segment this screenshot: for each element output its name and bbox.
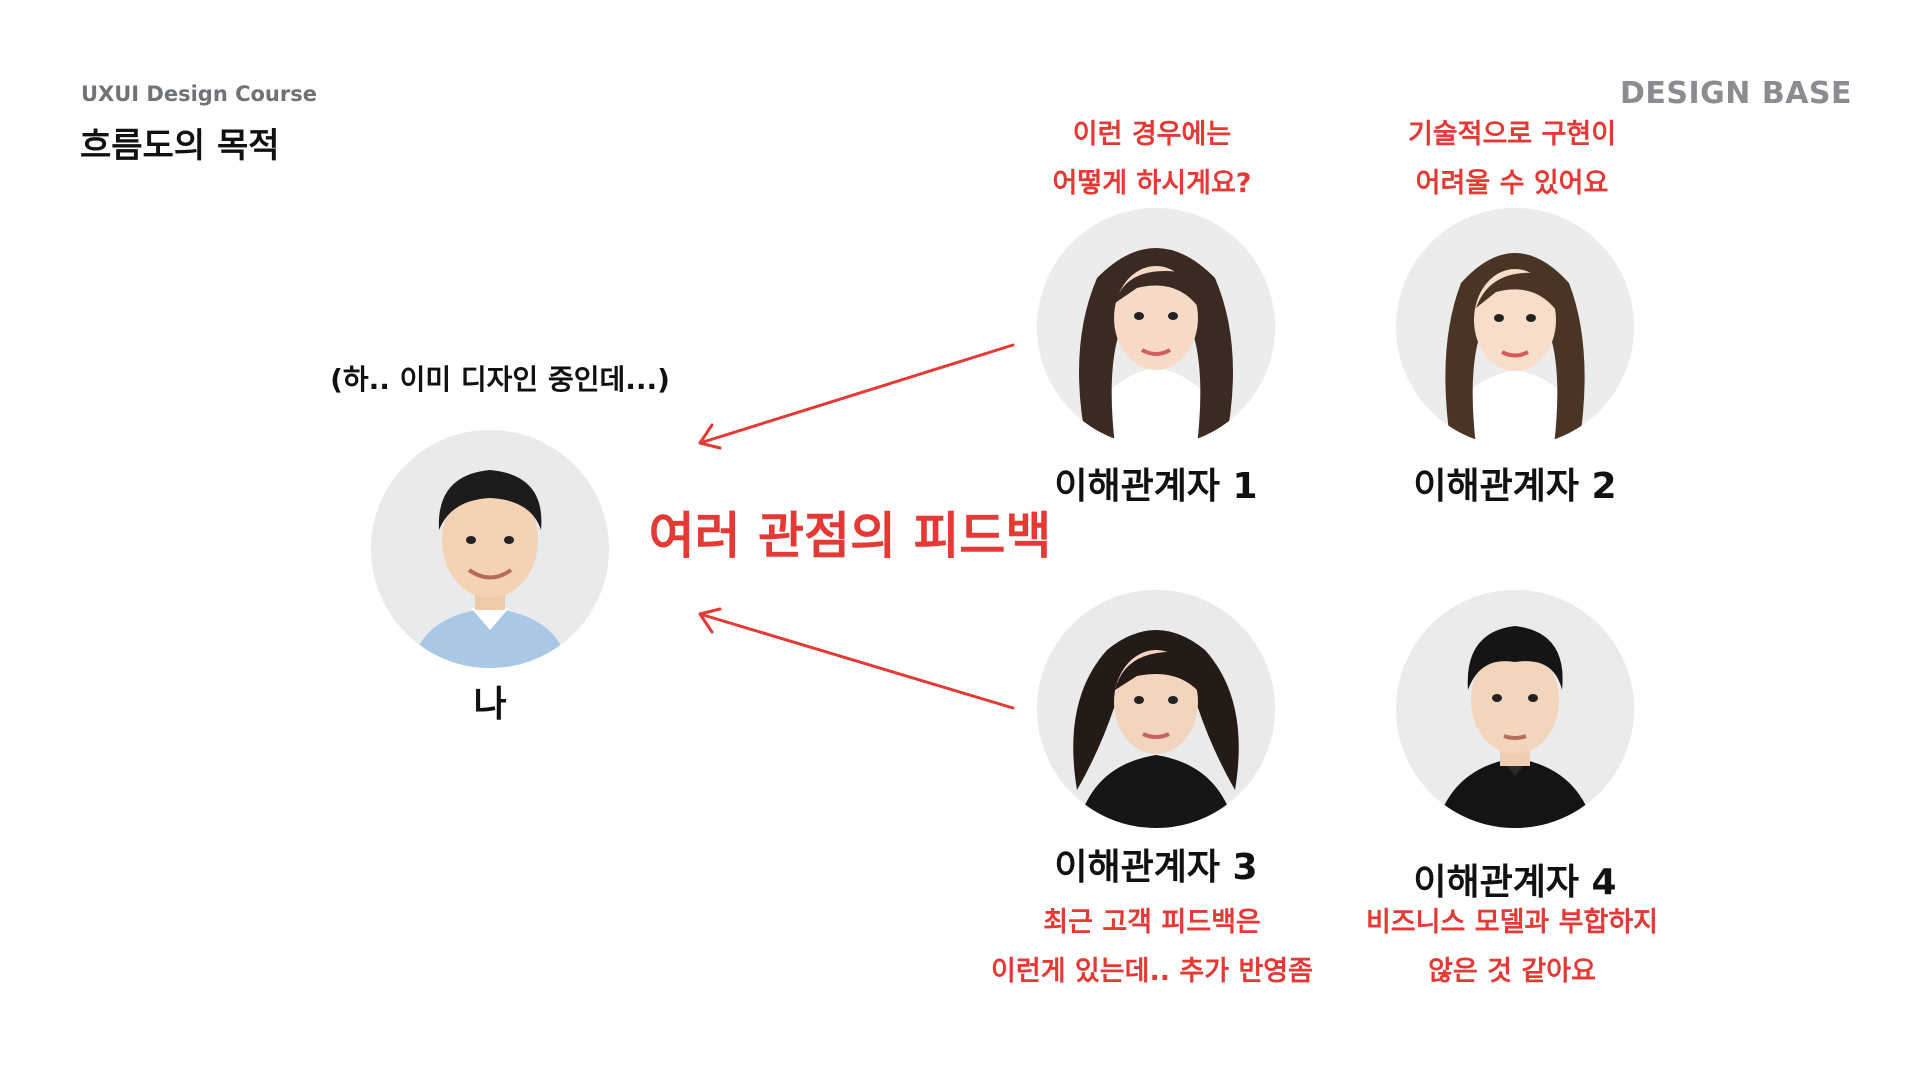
stakeholder-3-quote-line1: 최근 고객 피드백은	[1043, 907, 1261, 938]
person-portrait-icon	[1037, 208, 1275, 446]
stakeholder-1-name: 이해관계자 1	[1054, 466, 1258, 507]
stakeholder-3-quote: 최근 고객 피드백은 이런게 있는데.. 추가 반영좀	[962, 898, 1342, 996]
my-avatar	[371, 430, 609, 668]
person-portrait-icon	[1396, 590, 1634, 828]
person-portrait-icon	[371, 430, 609, 668]
stakeholder-3-quote-line2: 이런게 있는데.. 추가 반영좀	[991, 956, 1313, 987]
arrow-head-top	[698, 423, 722, 450]
stakeholder-2-name: 이해관계자 2	[1413, 466, 1617, 507]
stakeholder-4-quote-line2: 않은 것 같아요	[1428, 956, 1596, 987]
stakeholder-2-quote-line2: 어려울 수 있어요	[1415, 168, 1609, 199]
course-label: UXUI Design Course	[81, 82, 317, 106]
arrow-from-stakeholder-1	[698, 343, 1015, 445]
center-label: 여러 관점의 피드백	[648, 507, 1052, 565]
stakeholder-2-avatar	[1396, 208, 1634, 446]
stakeholder-1-quote-line2: 어떻게 하시게요?	[1052, 168, 1252, 199]
stakeholder-4-name: 이해관계자 4	[1413, 862, 1617, 903]
stakeholder-4-avatar	[1396, 590, 1634, 828]
my-thought-bubble: (하.. 이미 디자인 중인데...)	[330, 363, 670, 396]
person-portrait-icon	[1037, 590, 1275, 828]
stakeholder-2-quote-line1: 기술적으로 구현이	[1407, 119, 1617, 150]
stakeholder-3-name: 이해관계자 3	[1054, 847, 1258, 888]
stakeholder-1-quote: 이런 경우에는 어떻게 하시게요?	[962, 110, 1342, 208]
arrow-from-stakeholder-3	[698, 612, 1015, 710]
stakeholder-4-quote-line1: 비즈니스 모델과 부합하지	[1365, 907, 1659, 938]
arrow-head-bottom	[698, 607, 722, 634]
stakeholder-3-avatar	[1037, 590, 1275, 828]
stakeholder-1-quote-line1: 이런 경우에는	[1072, 119, 1232, 150]
stakeholder-2-quote: 기술적으로 구현이 어려울 수 있어요	[1322, 110, 1702, 208]
page-title: 흐름도의 목적	[80, 126, 280, 166]
person-portrait-icon	[1396, 208, 1634, 446]
brand-logo: DESIGN BASE	[1620, 76, 1853, 111]
stakeholder-4-quote: 비즈니스 모델과 부합하지 않은 것 같아요	[1322, 898, 1702, 996]
my-name: 나	[473, 684, 507, 725]
stakeholder-1-avatar	[1037, 208, 1275, 446]
